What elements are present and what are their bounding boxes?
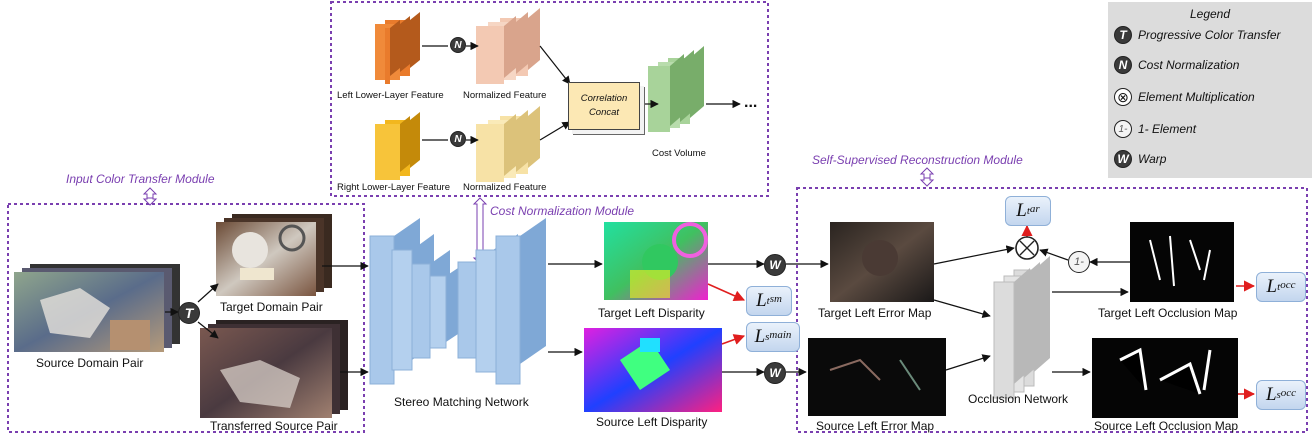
target-occlusion-map-label: Target Left Occlusion Map — [1098, 306, 1238, 320]
right-feature-stack — [375, 112, 420, 180]
warp-icon: W — [764, 362, 786, 384]
target-domain-pair-image — [216, 214, 332, 296]
source-disparity-label: Source Left Disparity — [596, 415, 708, 429]
one-minus-icon: 1- — [1068, 251, 1090, 273]
hollow-arrow-icon — [919, 167, 935, 187]
concat-label: Concat — [588, 107, 620, 118]
source-left-occlusion-map-image — [1092, 338, 1238, 418]
target-left-disparity-image — [604, 222, 708, 300]
source-left-disparity-image — [584, 328, 722, 412]
hollow-arrow-icon — [142, 187, 158, 206]
one-minus-icon: 1- — [1114, 120, 1132, 138]
normalized-feature-stack-bottom — [476, 106, 540, 182]
normalized-feature-label: Normalized Feature — [463, 182, 547, 193]
reconstruction-module-title: Self-Supervised Reconstruction Module — [812, 153, 1023, 167]
occlusion-network-label: Occlusion Network — [968, 392, 1069, 406]
color-transfer-icon: T — [178, 302, 200, 324]
legend-item: 1- 1- Element — [1114, 118, 1196, 140]
source-left-error-map-image — [808, 338, 946, 416]
source-domain-pair-label: Source Domain Pair — [36, 356, 144, 370]
warp-icon: W — [1114, 150, 1132, 168]
source-domain-pair-image — [14, 264, 180, 352]
warp-icon: W — [764, 254, 786, 276]
normalization-icon: N — [450, 37, 466, 53]
target-disparity-label: Target Left Disparity — [598, 306, 705, 320]
legend-label: Warp — [1138, 152, 1167, 166]
target-error-map-label: Target Left Error Map — [818, 306, 932, 320]
target-domain-pair-label: Target Domain Pair — [220, 300, 323, 314]
source-error-map-label: Source Left Error Map — [816, 419, 935, 433]
normalized-feature-label: Normalized Feature — [463, 90, 547, 101]
normalization-icon: N — [1114, 56, 1132, 74]
ellipsis: ... — [744, 94, 758, 111]
right-feature-label: Right Lower-Layer Feature — [337, 182, 450, 193]
stereo-matching-network — [369, 218, 546, 385]
cost-volume-stack — [648, 46, 704, 132]
correlation-label: Correlation — [580, 93, 628, 104]
color-transfer-module-border — [7, 203, 365, 433]
legend-title: Legend — [1189, 7, 1231, 21]
cost-normalization-module-title: Cost Normalization Module — [490, 204, 635, 218]
legend-label: Progressive Color Transfer — [1138, 28, 1281, 42]
color-transfer-module-title: Input Color Transfer Module — [66, 172, 215, 186]
source-occlusion-map-label: Source Left Occlusion Map — [1094, 419, 1239, 433]
cost-volume-label: Cost Volume — [652, 148, 706, 159]
normalization-icon: N — [450, 131, 466, 147]
normalized-feature-stack-top — [476, 8, 540, 84]
legend-label: Element Multiplication — [1138, 90, 1255, 104]
target-left-error-map-image — [830, 222, 934, 302]
correlation-concat-box: Correlation Concat — [568, 82, 640, 130]
legend-item: N Cost Normalization — [1114, 54, 1239, 76]
legend-label: Cost Normalization — [1138, 58, 1240, 72]
legend-label: 1- Element — [1138, 122, 1197, 136]
legend-item: ⊗ Element Multiplication — [1114, 86, 1255, 108]
occlusion-network — [993, 256, 1050, 399]
target-left-occlusion-map-image — [1130, 222, 1234, 302]
legend-item: W Warp — [1114, 148, 1166, 170]
legend-item: T Progressive Color Transfer — [1114, 24, 1281, 46]
legend-box: Legend T Progressive Color Transfer N Cost… — [1108, 2, 1312, 178]
color-transfer-icon: T — [1114, 26, 1132, 44]
left-feature-stack — [375, 12, 420, 84]
cost-normalization-module-border — [330, 1, 769, 197]
reconstruction-module-border — [796, 187, 1308, 433]
multiply-icon: ⊗ — [1114, 88, 1132, 106]
stereo-network-label: Stereo Matching Network — [394, 395, 529, 409]
transferred-source-pair-image — [200, 320, 348, 418]
transferred-source-pair-label: Transferred Source Pair — [210, 419, 338, 433]
left-feature-label: Left Lower-Layer Feature — [337, 90, 444, 101]
multiply-icon — [1015, 236, 1039, 260]
